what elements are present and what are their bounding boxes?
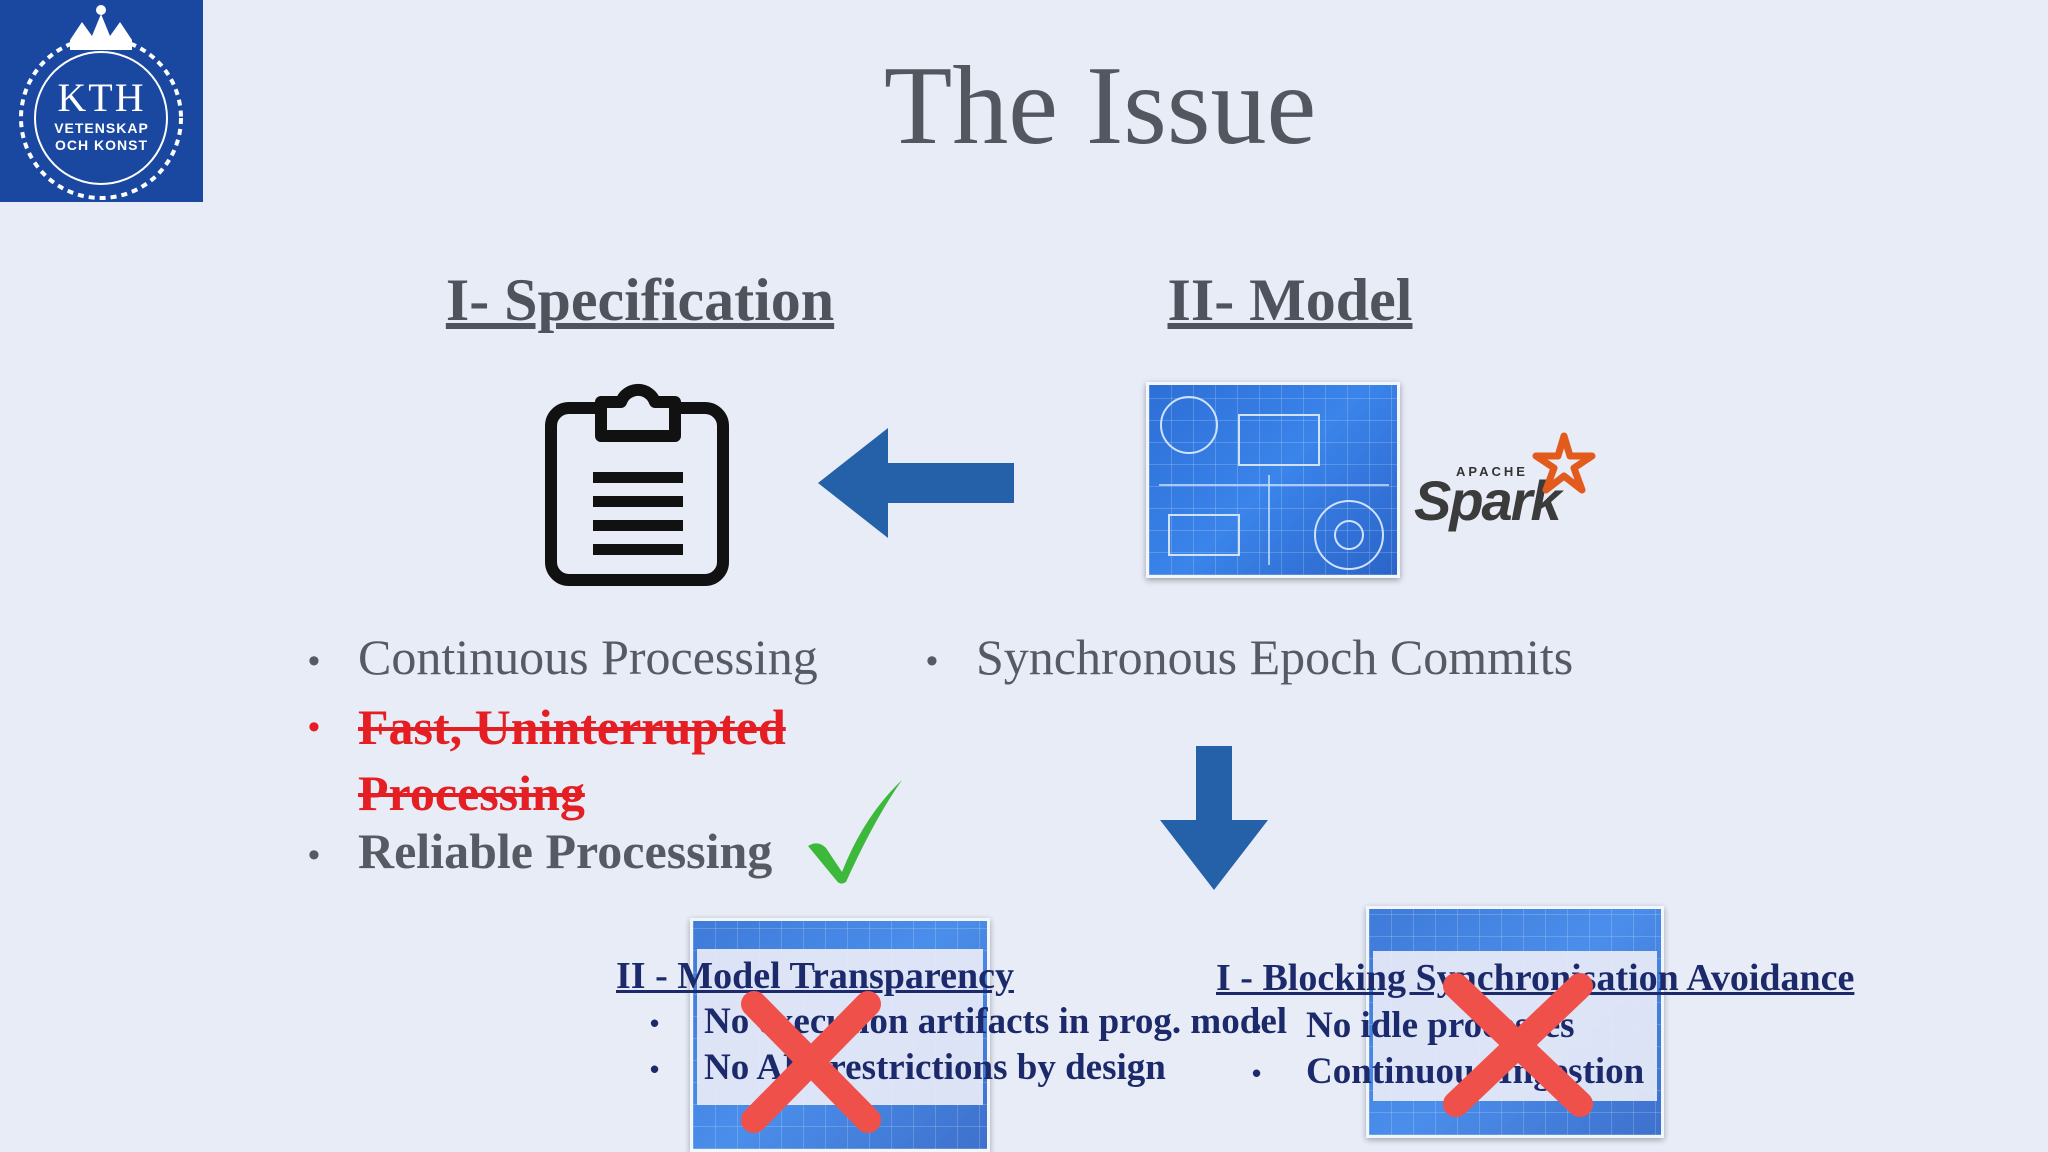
logo-name: KTH bbox=[57, 75, 146, 120]
model-bullet-text: Synchronous Epoch Commits bbox=[976, 629, 1574, 685]
clipboard-icon bbox=[545, 383, 729, 586]
model-transparency-heading: II - Model Transparency bbox=[616, 955, 1014, 997]
bullet-dot: • bbox=[650, 1008, 660, 1038]
spec-bullet-text: Fast, Uninterrupted Processing bbox=[358, 699, 786, 821]
blueprint-image-right bbox=[1366, 906, 1664, 1138]
spec-bullet-fast-struck: • Fast, Uninterrupted Processing bbox=[308, 694, 868, 824]
logo-motto-line1: VETENSKAP bbox=[54, 120, 149, 136]
spec-bullet-text: Continuous Processing bbox=[358, 629, 818, 685]
blueprint-drawing bbox=[1159, 396, 1389, 570]
bullet-dot: • bbox=[1252, 1012, 1262, 1042]
logo-motto-line2: OCH KONST bbox=[55, 137, 148, 153]
left-arrow-icon bbox=[818, 428, 1014, 538]
spark-logo: APACHE Spark bbox=[1414, 432, 1604, 532]
cross-icon bbox=[1443, 973, 1593, 1117]
down-arrow-icon bbox=[1160, 746, 1268, 890]
model-bullet-epoch: • Synchronous Epoch Commits bbox=[926, 628, 1666, 688]
bullet-dot: • bbox=[308, 708, 320, 746]
bullet-dot: • bbox=[308, 642, 320, 680]
bullet-dot: • bbox=[650, 1054, 660, 1084]
specification-heading: I- Specification bbox=[445, 267, 835, 333]
kth-logo: KTH VETENSKAP OCH KONST bbox=[0, 0, 203, 202]
spec-bullet-text: Reliable Processing bbox=[358, 823, 773, 879]
spec-bullet-reliable: • Reliable Processing bbox=[308, 822, 868, 882]
spark-star-icon bbox=[1532, 432, 1596, 494]
spec-bullet-continuous: • Continuous Processing bbox=[308, 628, 868, 688]
bullet-dot: • bbox=[1252, 1058, 1262, 1088]
checkmark-icon bbox=[808, 780, 902, 884]
apache-label: APACHE bbox=[1456, 464, 1528, 479]
blueprint-image bbox=[1146, 382, 1400, 578]
bullet-dot: • bbox=[926, 642, 938, 680]
spark-wordmark: Spark bbox=[1414, 469, 1562, 532]
kth-crest-icon bbox=[19, 5, 183, 200]
model-heading: II- Model bbox=[1167, 267, 1413, 333]
blocking-sync-heading: I - Blocking Synchronisation Avoidance bbox=[1216, 957, 1855, 999]
cross-icon bbox=[741, 991, 881, 1133]
slide-title: The Issue bbox=[883, 44, 1317, 168]
bullet-dot: • bbox=[308, 836, 320, 874]
